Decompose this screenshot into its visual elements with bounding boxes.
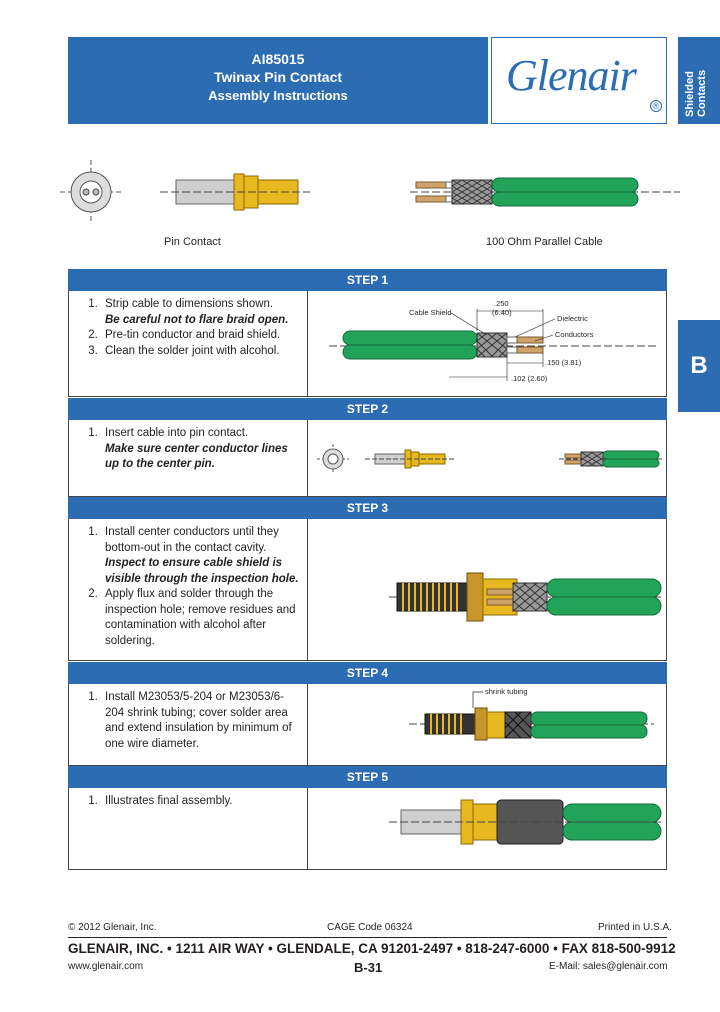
dimension-150: .150 (3.81): [545, 358, 582, 367]
company-address: GLENAIR, INC. • 1211 AIR WAY • GLENDALE,…: [68, 941, 676, 956]
step-3-item-2: Apply flux and solder through the inspec…: [101, 587, 299, 649]
section-letter: B: [678, 320, 720, 412]
page-number: B-31: [354, 960, 383, 975]
footer-divider: [68, 937, 667, 938]
section-tab: Shielded Contacts: [678, 37, 720, 124]
step-5-body: Illustrates final assembly.: [68, 788, 667, 870]
column-divider: [307, 519, 308, 660]
section-tab-line2: Contacts: [696, 69, 708, 117]
step-3-header: STEP 3: [68, 497, 667, 519]
step-3-warning: Inspect to ensure cable shield is visibl…: [105, 557, 299, 585]
cable-shield-label: Cable Shield: [409, 308, 452, 317]
step-4-figure: shrink tubing: [409, 687, 654, 741]
step-5-instructions: Illustrates final assembly.: [77, 794, 299, 810]
step-2-body: Insert cable into pin contact. Make sure…: [68, 420, 667, 497]
step-4-header: STEP 4: [68, 662, 667, 684]
step-3-item-1: Install center conductors until they bot…: [101, 525, 299, 587]
step-2-instructions: Insert cable into pin contact. Make sure…: [77, 426, 299, 473]
step-3-figure: [389, 572, 664, 622]
copyright: © 2012 Glenair, Inc.: [68, 922, 157, 933]
parallel-cable-side-view: [410, 177, 680, 207]
part-number: AI85015: [251, 51, 305, 67]
shrink-tubing-label: shrink tubing: [485, 687, 528, 696]
step-5-figure: [389, 799, 664, 845]
column-divider: [307, 684, 308, 765]
contact-end-view: [317, 444, 349, 474]
column-divider: [307, 420, 308, 496]
step-2-header: STEP 2: [68, 398, 667, 420]
step-1-figure: Cable Shield .250 (6.40) Dielectric Cond…: [329, 299, 659, 383]
pin-contact-side-view: [160, 173, 310, 211]
step-2-figure: [317, 444, 664, 474]
stripped-cable: [559, 450, 664, 468]
step-4-item-1: Install M23053/5-204 or M23053/6-204 shr…: [101, 690, 299, 752]
dimension-102: .102 (2.60): [511, 374, 548, 383]
step-4-instructions: Install M23053/5-204 or M23053/6-204 shr…: [77, 690, 299, 752]
step-1-item-3: Clean the solder joint with alcohol.: [101, 344, 299, 360]
email-link[interactable]: E-Mail: sales@glenair.com: [549, 961, 668, 972]
pin-contact-caption: Pin Contact: [164, 236, 221, 248]
contact-side-view: [365, 449, 455, 469]
step-2-item-1: Insert cable into pin contact. Make sure…: [101, 426, 299, 473]
dielectric-label: Dielectric: [557, 314, 588, 323]
step-1-item-2: Pre-tin conductor and braid shield.: [101, 328, 299, 344]
step-3-instructions: Install center conductors until they bot…: [77, 525, 299, 649]
document-title: Twinax Pin Contact: [213, 69, 343, 85]
cage-code: CAGE Code 06324: [327, 922, 413, 933]
step-1-instructions: Strip cable to dimensions shown. Be care…: [77, 297, 299, 359]
printed-in: Printed in U.S.A.: [598, 922, 672, 933]
step-2-warning: Make sure center conductor lines up to t…: [105, 442, 288, 471]
step-1-item-1: Strip cable to dimensions shown. Be care…: [101, 297, 299, 328]
registered-mark: ®: [650, 100, 662, 112]
column-divider: [307, 788, 308, 869]
header-title-box: AI85015 Twinax Pin Contact Assembly Inst…: [68, 37, 488, 124]
section-tab-line1: Shielded: [684, 71, 696, 117]
dimension-250-metric: (6.40): [492, 308, 512, 317]
conductors-label: Conductors: [555, 330, 594, 339]
document-subtitle: Assembly Instructions: [208, 88, 348, 103]
column-divider: [307, 291, 308, 396]
step-1-warning: Be careful not to flare braid open.: [105, 313, 289, 326]
dimension-250: .250: [494, 299, 509, 308]
step-4-body: Install M23053/5-204 or M23053/6-204 shr…: [68, 684, 667, 766]
step-1-header: STEP 1: [68, 269, 667, 291]
cable-caption: 100 Ohm Parallel Cable: [486, 236, 603, 248]
pin-contact-end-view: [60, 160, 122, 224]
step-3-body: Install center conductors until they bot…: [68, 519, 667, 661]
step-1-body: Strip cable to dimensions shown. Be care…: [68, 291, 667, 397]
step-5-item-1: Illustrates final assembly.: [101, 794, 299, 810]
website-link[interactable]: www.glenair.com: [68, 961, 144, 972]
glenair-logo: Glenair ®: [491, 37, 667, 124]
logo-text: Glenair: [506, 51, 637, 100]
step-5-header: STEP 5: [68, 766, 667, 788]
top-figures: [60, 160, 680, 224]
